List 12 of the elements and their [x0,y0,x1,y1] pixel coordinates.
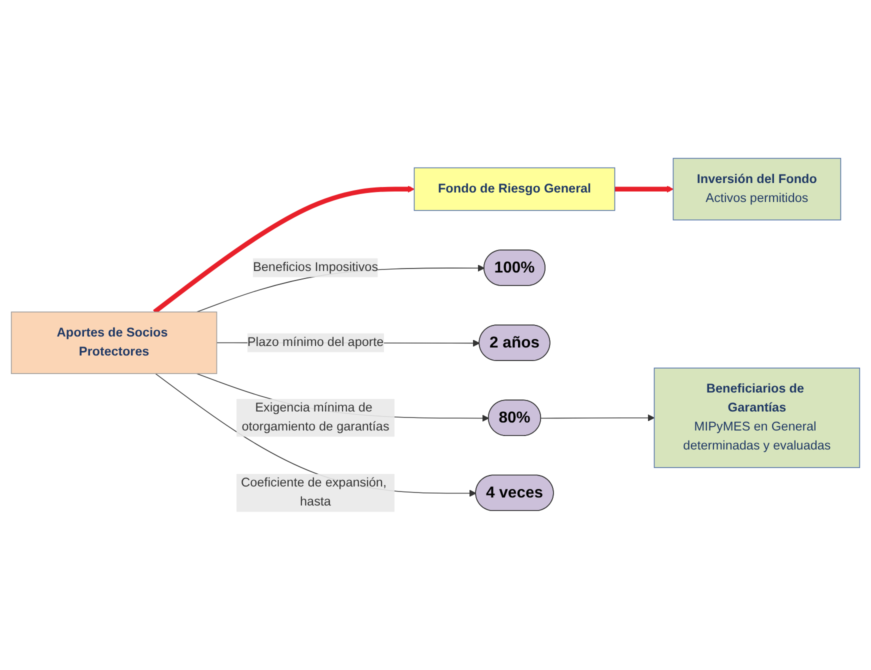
edge-label: Beneficios Impositivos [252,260,378,274]
arrow [153,186,415,314]
arrow [155,373,476,497]
node-box: Inversión del Fondo Activos permitidos [672,158,842,220]
node-box: Fondo de Riesgo General [414,167,616,211]
arrow [540,414,655,422]
edge-label: Coeficiente de expansión, hasta [240,476,386,509]
node-box: Aportes de Socios Protectores [10,312,218,374]
edge-label: Plazo mínimo del aporte [247,336,384,350]
edge-label: Exigencia mínima de otorgamiento de garantías [242,401,390,434]
node-box: Beneficiarios de Garantías MIPyMES en General determinadas y evaluadas [654,368,860,468]
arrow [614,186,674,193]
